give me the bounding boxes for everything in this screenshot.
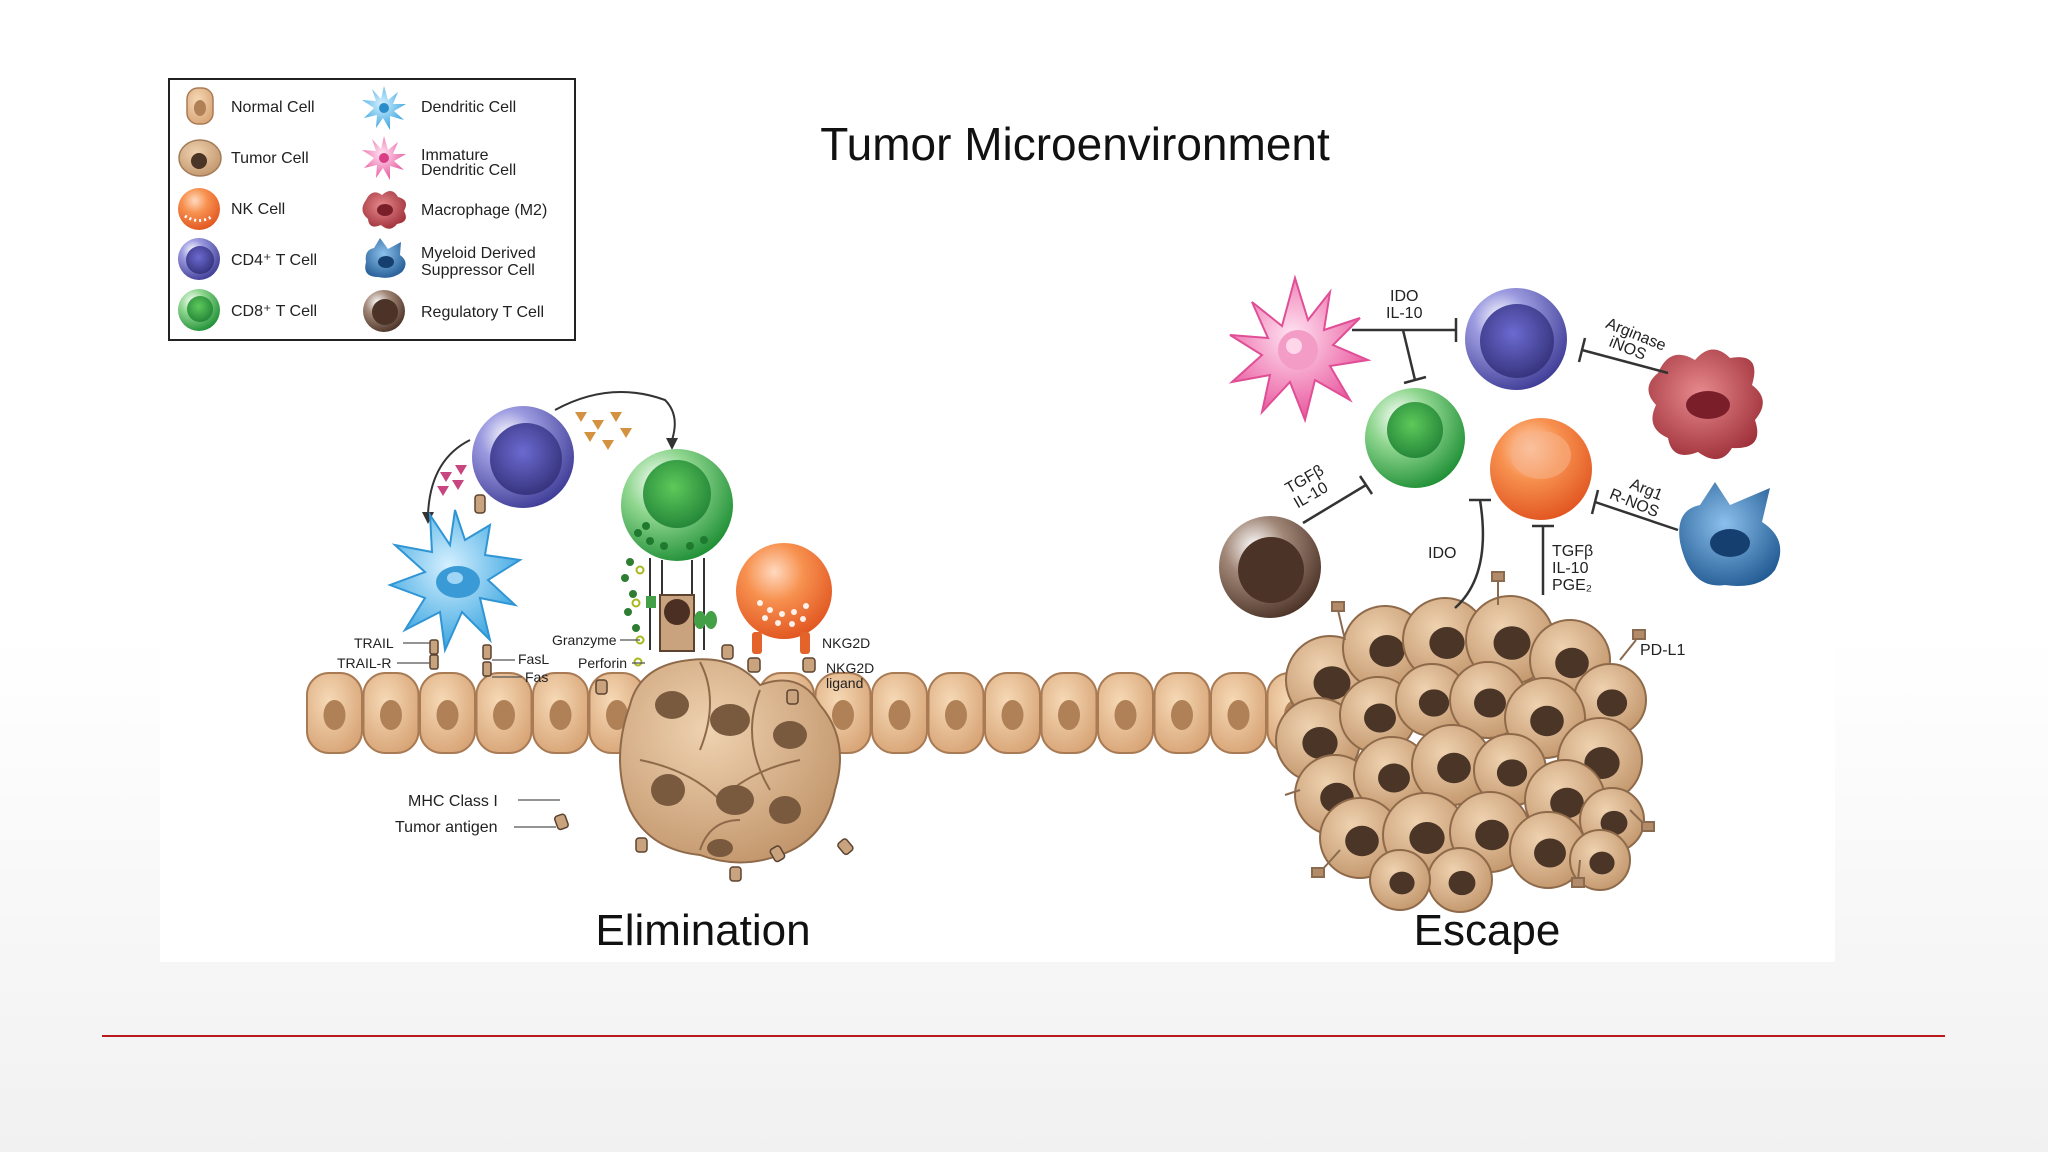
normal-cell <box>1097 672 1154 754</box>
pd-l1-ligands <box>1284 571 1655 888</box>
label-tgfb-pge2-line2: IL-10 <box>1552 560 1589 577</box>
escape-mdsc <box>1679 482 1781 586</box>
normal-cell <box>1153 672 1211 754</box>
label-tumor-antigen: Tumor antigen <box>395 819 498 836</box>
normal-cell <box>1210 672 1267 754</box>
label-granzyme: Granzyme <box>552 632 617 648</box>
accent-divider-line <box>102 1035 1945 1037</box>
escape-nk-cell <box>1490 418 1592 520</box>
normal-cell <box>927 672 985 754</box>
elimination-cd8-t-cell <box>621 449 733 667</box>
legend-label-mdsc-line1: Myeloid Derived <box>421 245 536 262</box>
normal-cell <box>1040 672 1098 754</box>
elimination-leader-lines <box>397 639 645 828</box>
legend-icon-cd8-t-cell <box>178 289 220 331</box>
legend-icon-dendritic-cell <box>362 86 406 130</box>
legend-label-macrophage: Macrophage (M2) <box>421 202 547 219</box>
label-nkg2d: NKG2D <box>822 635 870 651</box>
diagram-title: Tumor Microenvironment <box>820 118 1330 170</box>
normal-cell <box>306 672 363 754</box>
arrow-cd4-to-dc <box>427 439 471 516</box>
tumor-cell <box>1427 847 1493 913</box>
trail-fasl-receptors <box>429 639 492 677</box>
cytokine-triangles-orange <box>575 412 632 450</box>
legend-icon-cd4-t-cell <box>178 238 220 280</box>
arrow-head-cd4-to-cd8 <box>666 438 678 450</box>
legend-icon-immature-dendritic-cell <box>362 136 406 180</box>
arrow-cd4-to-cd8 <box>554 391 676 441</box>
legend-label-normal-cell: Normal Cell <box>231 99 315 116</box>
label-tgfb-pge2-line1: TGFβ <box>1552 543 1593 560</box>
escape-inhibition-lines <box>1302 318 1679 609</box>
escape-tumor-mass <box>1275 595 1647 913</box>
label-ido-il10-line2: IL-10 <box>1386 305 1423 322</box>
label-fasl: FasL <box>518 651 549 667</box>
label-trail-r: TRAIL-R <box>337 655 391 671</box>
legend-icon-normal-cell <box>186 87 214 125</box>
tumor-cell <box>1411 724 1493 806</box>
tumor-cell <box>1369 849 1431 911</box>
label-perforin: Perforin <box>578 655 627 671</box>
label-nkg2d-ligand-line2: ligand <box>826 675 863 691</box>
tumor-cell <box>1395 663 1469 737</box>
tumor-cell <box>1569 829 1631 891</box>
legend-icon-regulatory-t-cell <box>363 290 405 332</box>
escape-cd4-t-cell <box>1465 288 1567 390</box>
label-ido: IDO <box>1428 545 1456 562</box>
elimination-annotations: TRAIL TRAIL-R FasL Fas Granzyme Perforin… <box>337 632 874 836</box>
legend-icon-mdsc <box>365 238 406 278</box>
normal-cell <box>419 672 476 754</box>
normal-cell <box>475 672 533 754</box>
escape-scene: IDO IL-10 Arginase iNOS TGFβ IL-10 Arg1 … <box>1219 274 1781 955</box>
label-fas: Fas <box>525 669 548 685</box>
elimination-scene: TRAIL TRAIL-R FasL Fas Granzyme Perforin… <box>337 391 874 955</box>
legend-label-mdsc-line2: Suppressor Cell <box>421 262 535 279</box>
escape-macrophage <box>1648 349 1763 460</box>
normal-cell <box>871 672 928 754</box>
label-tgfb-pge2-line3: PGE₂ <box>1552 577 1592 594</box>
escape-immature-dendritic-cell <box>1228 274 1372 424</box>
elimination-cd4-t-cell <box>472 406 574 508</box>
label-ido-il10-line1: IDO <box>1390 288 1418 305</box>
legend-label-regulatory-t-cell: Regulatory T Cell <box>421 304 544 321</box>
legend-label-tumor-cell: Tumor Cell <box>231 150 309 167</box>
normal-cell <box>532 672 589 754</box>
legend-label-cd8-t-cell: CD8⁺ T Cell <box>231 303 317 320</box>
label-trail: TRAIL <box>354 635 394 651</box>
escape-regulatory-t-cell <box>1219 516 1321 618</box>
label-pd-l1: PD-L1 <box>1640 642 1685 659</box>
legend-label-immature-dc-line1: Immature <box>421 147 489 164</box>
legend-label-nk-cell: NK Cell <box>231 201 285 218</box>
normal-cell <box>984 672 1041 754</box>
elimination-tumor-cluster <box>554 644 854 882</box>
elimination-nk-cell <box>736 543 832 673</box>
escape-cd8-t-cell <box>1365 388 1465 488</box>
legend-label-cd4-t-cell: CD4⁺ T Cell <box>231 252 317 269</box>
label-mhc-class-i: MHC Class I <box>408 793 498 810</box>
legend-icon-nk-cell <box>178 188 220 230</box>
legend-label-dendritic-cell: Dendritic Cell <box>421 99 516 116</box>
label-nkg2d-ligand-line1: NKG2D <box>826 660 874 676</box>
normal-cell <box>362 672 420 754</box>
legend-icon-tumor-cell <box>178 139 222 177</box>
cytokine-triangles-pink <box>437 465 467 496</box>
legend-label-immature-dc-line2: Dendritic Cell <box>421 162 516 179</box>
elimination-label: Elimination <box>595 906 810 955</box>
elimination-dendritic-cell <box>387 494 523 654</box>
legend-icon-macrophage <box>362 190 406 229</box>
legend: Normal Cell Tumor Cell NK Cell CD4⁺ T Ce… <box>168 78 576 341</box>
escape-label: Escape <box>1414 906 1561 955</box>
